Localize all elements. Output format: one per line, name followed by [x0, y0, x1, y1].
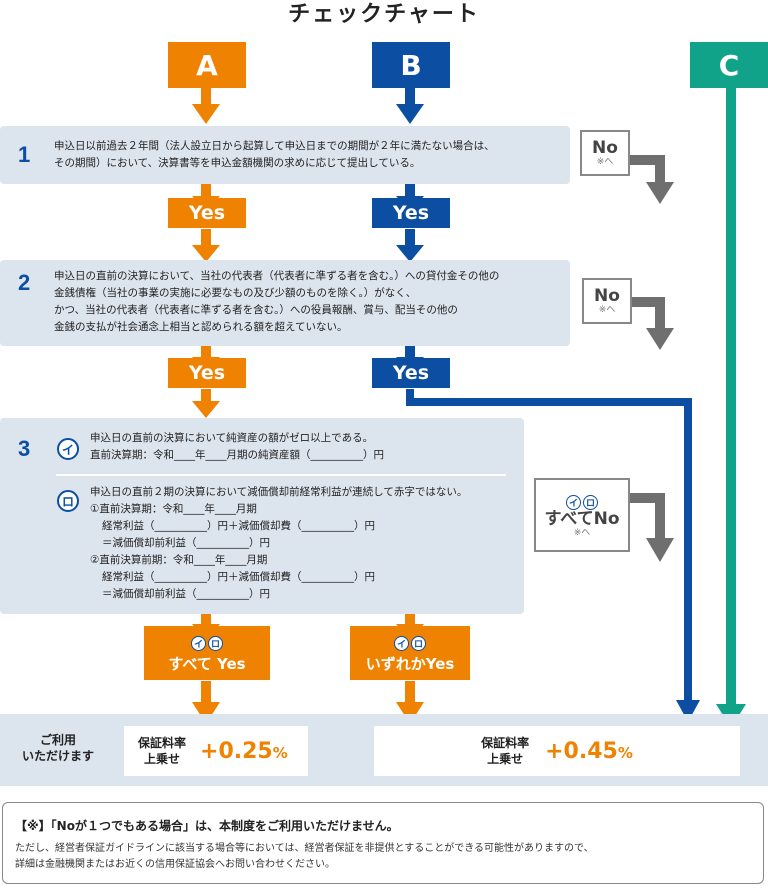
question-3-ro-line: 経常利益（__________）円＋減価償却費（__________）円	[102, 520, 375, 532]
question-2-line: 金銭債権（当社の事業の実施に必要なもの及び少額のものを除く。）がなく、	[54, 287, 417, 299]
column-c-line	[716, 86, 746, 728]
question-2-line: かつ、当社の代表者（代表者に準ずる者を含む。）への役員報酬、賞与、配当その他の	[54, 304, 458, 316]
question-2-line: 申込日の直前の決算において、当社の代表者（代表者に準ずる者を含む。）への貸付金そ…	[54, 270, 500, 282]
no-note: ※へ	[598, 304, 616, 315]
no-note: ※へ	[573, 528, 591, 538]
no-label: No	[592, 137, 618, 158]
footnote-line: 詳細は金融機関またはお近くの信用保証協会へお問い合わせください。	[15, 859, 335, 870]
fee-value-unit: %	[617, 743, 633, 762]
no-arrows	[620, 155, 674, 562]
result-a: 保証料率 上乗せ +0.25%	[124, 726, 308, 776]
i-mark: イ	[191, 636, 206, 651]
question-3-ro-line: ①直前決算期：令和____年____月期	[90, 503, 257, 515]
question-3-ro-line: ＝減価償却前利益（__________）円	[102, 537, 270, 549]
question-2-text: 申込日の直前の決算において、当社の代表者（代表者に準ずる者を含む。）への貸付金そ…	[54, 268, 564, 336]
page-title: チェックチャート	[288, 2, 480, 27]
i-mark: イ	[566, 495, 581, 510]
column-b-header: B	[372, 42, 450, 88]
result-b: 保証料率 上乗せ +0.45%	[374, 726, 740, 776]
can-use-line: ご利用	[39, 733, 76, 747]
can-use-label: ご利用 いただけます	[10, 732, 106, 764]
b-yes-badge-1: Yes	[372, 198, 450, 228]
fee-label-line: 上乗せ	[487, 752, 524, 766]
all-yes-badge: イロ すべて Yes	[144, 626, 270, 680]
any-yes-badge: イロ いずれかYes	[350, 626, 470, 680]
ro-mark: ロ	[208, 636, 223, 651]
can-use-line: いただけます	[21, 749, 94, 763]
a-yes-badge-2: Yes	[168, 358, 246, 388]
all-no-label: すべてNo	[544, 509, 620, 529]
no-box-2: No ※へ	[582, 278, 632, 324]
question-3: 3 イ 申込日の直前の決算において純資産の額がゼロ以上である。 直前決算期：令和…	[0, 418, 524, 614]
footnote-box: 【※】「Noが１つでもある場合」は、本制度をご利用いただけません。 ただし、経営…	[2, 802, 764, 884]
i-mark: イ	[394, 636, 409, 651]
fee-label-line: 保証料率	[481, 736, 530, 750]
question-3-i-line: 直前決算期：令和____年____月期の純資産額（__________）円	[90, 449, 384, 461]
all-yes-label: すべて Yes	[168, 655, 246, 673]
question-2: 2 申込日の直前の決算において、当社の代表者（代表者に準ずる者を含む。）への貸付…	[0, 260, 570, 346]
no-note: ※へ	[596, 156, 614, 167]
question-2-number: 2	[18, 270, 31, 295]
all-no-box: イロ すべてNo ※へ	[534, 478, 630, 552]
all-no-marks: イロ	[565, 491, 599, 510]
question-3-number: 3	[18, 436, 31, 461]
any-yes-marks: イロ	[393, 632, 427, 651]
fee-label-line: 保証料率	[138, 736, 187, 750]
fee-label-b: 保証料率 上乗せ	[481, 735, 529, 767]
column-a-header: A	[168, 42, 246, 88]
question-1-number: 1	[18, 142, 31, 167]
question-3-ro-line: 申込日の直前２期の決算において減価償却前経常利益が連続して赤字ではない。	[90, 486, 468, 498]
question-3-i-text: 申込日の直前の決算において純資産の額がゼロ以上である。 直前決算期：令和____…	[90, 430, 520, 464]
b-yes-badge-2: Yes	[372, 358, 450, 388]
column-c-header: C	[690, 42, 768, 88]
fee-value-number: +0.25	[200, 738, 273, 764]
footnote-body: ただし、経営者保証ガイドラインに該当する場合等においては、経営者保証を非提供とす…	[15, 841, 755, 873]
fee-value-number: +0.45	[545, 738, 618, 764]
question-2-line: 金銭の支払が社会通念上相当と認められる額を超えていない。	[54, 321, 348, 333]
fee-value-b: +0.45%	[545, 739, 633, 764]
fee-label-line: 上乗せ	[144, 752, 181, 766]
no-label: No	[594, 285, 620, 306]
question-3-i-line: 申込日の直前の決算において純資産の額がゼロ以上である。	[90, 432, 374, 444]
ro-mark: ロ	[57, 490, 79, 512]
question-1-text: 申込日以前過去２年間（法人設立日から起算して申込日までの期間が２年に満たない場合…	[54, 138, 564, 172]
a-yes-badge-1: Yes	[168, 198, 246, 228]
fee-label-a: 保証料率 上乗せ	[138, 735, 186, 767]
ro-mark: ロ	[583, 495, 598, 510]
question-1: 1 申込日以前過去２年間（法人設立日から起算して申込日までの期間が２年に満たない…	[0, 126, 570, 184]
question-3-ro-line: ＝減価償却前利益（__________）円	[102, 588, 270, 600]
footnote-heading: 【※】「Noが１つでもある場合」は、本制度をご利用いただけません。	[15, 819, 399, 833]
question-3-ro-line: ②直前決算前期：令和____年____月期	[90, 554, 268, 566]
ro-mark: ロ	[411, 636, 426, 651]
question-1-line: その期間）において、決算書等を申込金額機関の求めに応じて提出している。	[54, 157, 421, 169]
no-box-1: No ※へ	[580, 130, 630, 176]
question-3-ro-line: 経常利益（__________）円＋減価償却費（__________）円	[102, 571, 375, 583]
question-3-ro-text: 申込日の直前２期の決算において減価償却前経常利益が連続して赤字ではない。 ①直前…	[90, 484, 520, 603]
i-mark: イ	[57, 438, 79, 460]
fee-value-unit: %	[272, 743, 288, 762]
all-yes-marks: イロ	[190, 632, 224, 651]
footnote-line: ただし、経営者保証ガイドラインに該当する場合等においては、経営者保証を非提供とす…	[15, 843, 594, 854]
question-1-line: 申込日以前過去２年間（法人設立日から起算して申込日までの期間が２年に満たない場合…	[54, 140, 495, 152]
any-yes-label: いずれかYes	[365, 655, 455, 673]
divider	[56, 474, 506, 476]
fee-value-a: +0.25%	[200, 739, 288, 764]
